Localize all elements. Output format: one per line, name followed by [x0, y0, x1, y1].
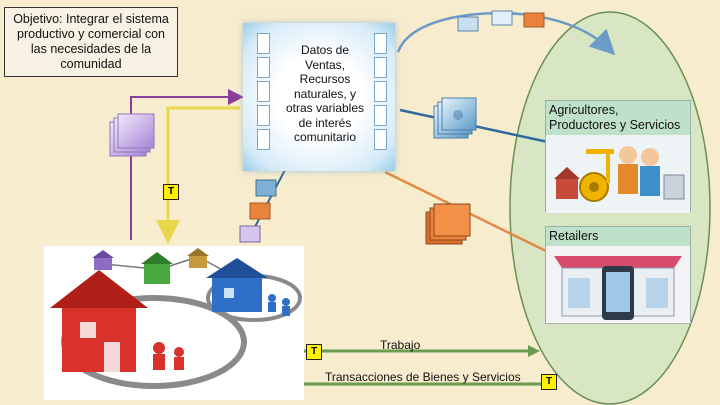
- yellow-flow-arrow: [156, 106, 240, 244]
- left-document-column: [257, 33, 271, 153]
- orange-document-stack: [425, 203, 471, 245]
- retailers-illustration: [546, 246, 690, 322]
- blue-document-stack: [433, 97, 477, 139]
- work-flow-label: Trabajo: [380, 338, 421, 352]
- down-mini-documents: [239, 179, 277, 243]
- transactions-flow-label: Transacciones de Bienes y Servicios: [325, 370, 521, 384]
- top-curved-arrow: [396, 11, 616, 56]
- central-data-panel: Datos de Ventas, Recursos naturales, y o…: [243, 23, 395, 171]
- retailers-panel: Retailers: [545, 226, 691, 324]
- producers-title: Agricultores, Productores y Servicios: [546, 101, 690, 135]
- top-mini-documents: [457, 10, 545, 32]
- purple-document-stack: [109, 113, 155, 157]
- central-data-text: Datos de Ventas, Recursos naturales, y o…: [285, 43, 365, 144]
- producers-panel: Agricultores, Productores y Servicios: [545, 100, 691, 213]
- token-badge-left: T: [163, 184, 179, 200]
- objective-text: Objetivo: Integrar el sistema productivo…: [13, 12, 169, 71]
- objective-box: Objetivo: Integrar el sistema productivo…: [4, 7, 178, 77]
- token-badge-transactions: T: [541, 374, 557, 390]
- community-houses-illustration: [44, 246, 304, 400]
- purple-flow-arrow: [130, 89, 244, 240]
- retailers-title: Retailers: [546, 227, 690, 246]
- right-document-column: [374, 33, 388, 153]
- token-badge-work: T: [306, 344, 322, 360]
- houses-graphic: [50, 248, 302, 389]
- producers-illustration: [546, 135, 690, 213]
